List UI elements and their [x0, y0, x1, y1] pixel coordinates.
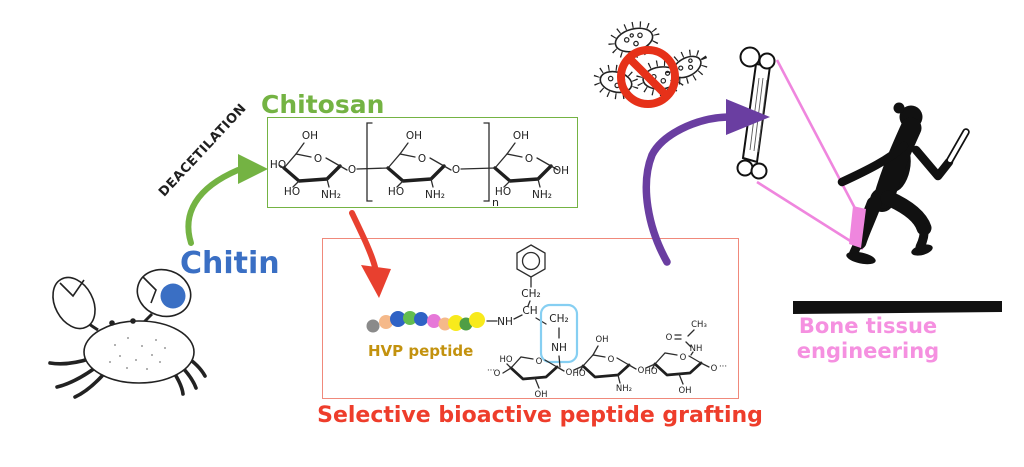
- svg-text:CH: CH: [522, 305, 537, 317]
- svg-text:O: O: [680, 353, 687, 363]
- svg-text:OH: OH: [513, 130, 529, 142]
- svg-text:OH: OH: [302, 130, 318, 142]
- svg-text:HO: HO: [270, 159, 286, 171]
- hvp-peptide-chain: [366, 311, 485, 333]
- runner-illustration: [793, 102, 1002, 314]
- peptide-bead: [427, 314, 441, 328]
- runner-rear-shoe: [911, 244, 933, 256]
- svg-text:OH: OH: [595, 335, 608, 345]
- peptide-bead: [403, 311, 417, 325]
- peptide-bead: [414, 312, 428, 326]
- peptide-bead: [438, 317, 452, 331]
- no-symbol-icon: [617, 46, 679, 108]
- svg-text:O: O: [566, 368, 573, 378]
- svg-text:NH: NH: [690, 344, 703, 354]
- peptide-bead: [448, 315, 464, 331]
- chitin-dot: [160, 283, 186, 309]
- benzene-ring: [516, 244, 546, 278]
- svg-text:HO: HO: [495, 186, 511, 198]
- crab-illustration: [48, 268, 207, 399]
- svg-text:O: O: [638, 366, 645, 376]
- deacetylation-label: DEACETILATION: [156, 101, 250, 200]
- grafting-structure: NH CH₂ CH CH₂ NH O HO OH: [366, 244, 727, 400]
- bone-tissue-line1: Bone tissue: [798, 314, 938, 338]
- svg-text:NH₂: NH₂: [321, 189, 341, 201]
- svg-text:CH₂: CH₂: [549, 313, 568, 325]
- repeat-unit-brackets: [366, 122, 490, 202]
- svg-text:HO: HO: [499, 355, 512, 365]
- svg-text:NH: NH: [497, 316, 513, 328]
- svg-text:O: O: [525, 153, 533, 165]
- svg-text:O: O: [711, 364, 718, 374]
- svg-text:O: O: [666, 333, 673, 343]
- grafting-caption: Selective bioactive peptide grafting: [317, 403, 763, 428]
- svg-text:OH: OH: [678, 386, 691, 396]
- bone-tissue-caption: Bone tissue engineering: [797, 314, 939, 364]
- bacterium-icon: [666, 49, 708, 85]
- relay-baton: [946, 128, 970, 164]
- svg-text:n: n: [492, 196, 499, 207]
- peptide-bead: [390, 311, 406, 327]
- deacetylation-arrow: [185, 154, 268, 246]
- svg-text:NH₂: NH₂: [616, 384, 632, 394]
- svg-text:CH₂: CH₂: [521, 288, 540, 300]
- peptide-bead: [379, 315, 393, 329]
- chitosan-label: Chitosan: [261, 90, 385, 119]
- svg-text:O: O: [608, 355, 615, 365]
- svg-text:O: O: [348, 164, 356, 176]
- svg-text:O: O: [314, 153, 322, 165]
- ground-line: [793, 301, 1002, 314]
- peptide-bead: [469, 312, 485, 328]
- svg-text:O: O: [494, 369, 501, 379]
- runner-front-shoe: [846, 251, 876, 265]
- svg-text:HO: HO: [388, 186, 404, 198]
- chitin-label: Chitin: [180, 246, 280, 281]
- hvp-peptide-label: HVP peptide: [368, 342, 474, 360]
- thigh-implant-patch: [849, 206, 866, 248]
- bacteria-cluster: [593, 21, 708, 108]
- svg-text:HO: HO: [572, 369, 585, 379]
- bacterium-icon: [593, 64, 639, 100]
- bone-icon: [736, 46, 776, 180]
- svg-text:···: ···: [719, 362, 727, 372]
- svg-text:O: O: [452, 164, 460, 176]
- bacterium-icon: [636, 59, 686, 97]
- peptide-bead: [366, 319, 380, 333]
- bacterium-icon: [608, 21, 660, 59]
- svg-text:HO: HO: [284, 186, 300, 198]
- svg-text:NH₂: NH₂: [425, 189, 445, 201]
- svg-text:HO: HO: [644, 367, 657, 377]
- bone-tissue-line2: engineering: [796, 339, 940, 364]
- svg-text:···: ···: [487, 366, 495, 376]
- svg-text:O: O: [536, 357, 543, 367]
- svg-text:OH: OH: [553, 165, 569, 177]
- svg-text:OH: OH: [406, 130, 422, 142]
- bone-runner-connector-lines: [756, 59, 864, 251]
- svg-text:CH₃: CH₃: [691, 320, 707, 330]
- runner-head: [899, 105, 923, 129]
- chitosan-structure: O OH NH₂ HO HO O OH NH₂ HO O: [270, 122, 569, 209]
- chitosan-structure-box: O OH NH₂ HO HO O OH NH₂ HO O: [267, 117, 578, 209]
- svg-text:NH: NH: [551, 342, 567, 354]
- svg-text:O: O: [418, 153, 426, 165]
- peptide-grafting-box: NH CH₂ CH CH₂ NH O HO OH: [322, 238, 739, 400]
- svg-text:OH: OH: [534, 390, 547, 397]
- svg-text:NH₂: NH₂: [532, 189, 552, 201]
